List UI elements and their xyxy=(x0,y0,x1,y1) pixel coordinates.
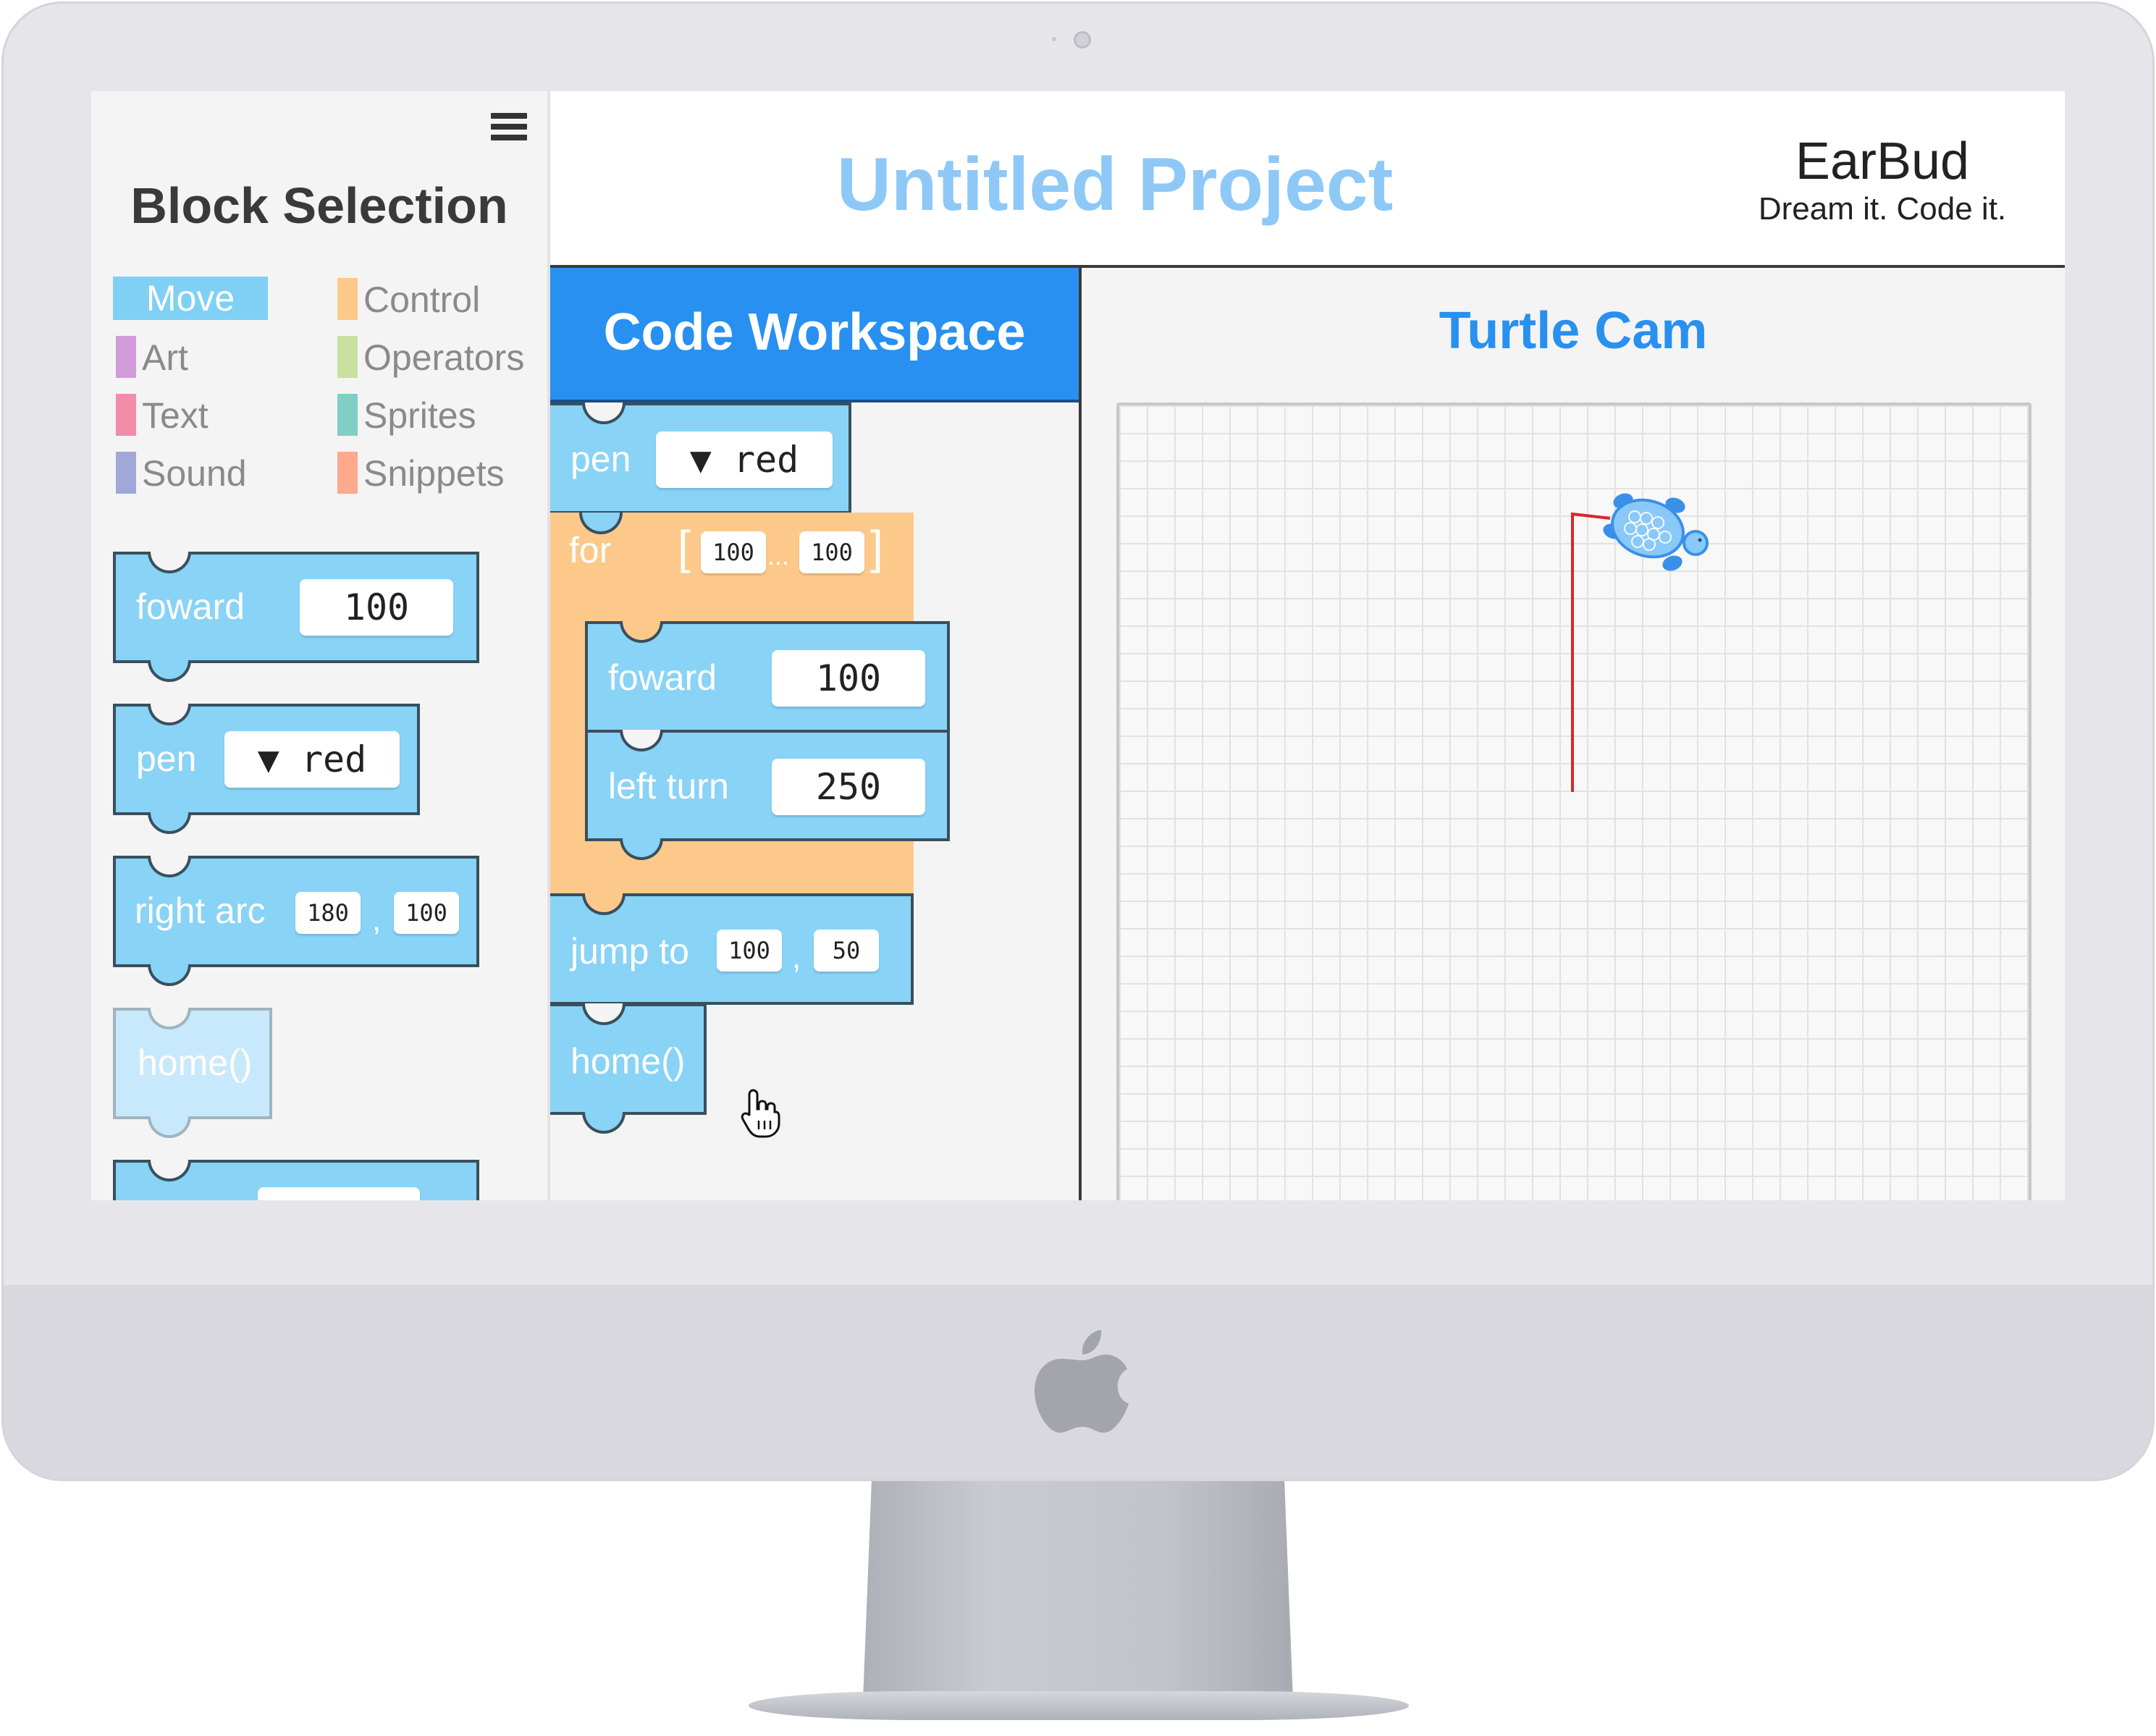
block-notch xyxy=(148,1160,191,1181)
category-control[interactable]: Control xyxy=(337,278,480,321)
code-workspace-header: Code Workspace xyxy=(550,268,1079,403)
menu-icon[interactable] xyxy=(491,113,527,145)
block-label: right arc xyxy=(135,890,266,931)
block-selection-sidebar: Block Selection Move Art Text Sound Cont… xyxy=(91,91,550,1200)
turtle-drawing xyxy=(1571,512,1611,792)
block-notch xyxy=(148,1008,191,1029)
category-text[interactable]: Text xyxy=(116,394,209,437)
category-label: Sound xyxy=(142,453,247,494)
block-label: foward xyxy=(608,657,717,698)
block-label: for xyxy=(569,530,612,570)
workspace-jump-to-block[interactable]: jump to 100 , 50 xyxy=(550,893,914,1005)
workspace-home-block[interactable]: home() xyxy=(550,1003,707,1134)
category-operators[interactable]: Operators xyxy=(337,336,524,379)
category-label: Control xyxy=(363,279,481,320)
block-notch xyxy=(582,1003,626,1025)
category-art[interactable]: Art xyxy=(116,336,188,379)
category-swatch xyxy=(116,394,136,436)
brand-tagline: Dream it. Code it. xyxy=(1758,191,2007,227)
block-tab xyxy=(582,1112,626,1134)
microphone-dot xyxy=(1052,37,1056,41)
block-label: home() xyxy=(570,1041,686,1082)
category-swatch xyxy=(337,452,358,494)
hand-cursor-icon xyxy=(741,1089,780,1138)
block-tab xyxy=(148,812,191,834)
monitor-stand-base xyxy=(749,1691,1409,1720)
category-label: Move xyxy=(146,278,235,319)
app-screen: Block Selection Move Art Text Sound Cont… xyxy=(91,91,2065,1200)
pen-trail xyxy=(1571,512,1611,792)
block-tab xyxy=(148,964,191,986)
block-label: pen xyxy=(570,439,631,479)
app-header: Untitled Project EarBud Dream it. Code i… xyxy=(550,91,2065,268)
jump-x-field[interactable]: 100 xyxy=(717,930,782,972)
block-tab xyxy=(148,1116,191,1138)
palette-right-arc-block[interactable]: right arc 180 , 100 xyxy=(113,856,479,986)
block-notch xyxy=(582,403,626,424)
category-sprites[interactable]: Sprites xyxy=(337,394,476,437)
turtle-canvas[interactable] xyxy=(1116,403,2031,1200)
forward-value-field[interactable]: 100 xyxy=(300,579,453,636)
block-label: pen xyxy=(136,738,197,779)
block-label: left turn xyxy=(608,766,729,806)
for-end-field[interactable]: 100 xyxy=(799,531,864,573)
category-swatch xyxy=(116,336,136,378)
category-swatch xyxy=(116,452,136,494)
category-label: Operators xyxy=(363,337,525,378)
block-tab xyxy=(148,660,191,682)
workspace-forward-block[interactable]: foward 100 xyxy=(585,621,950,733)
separator: , xyxy=(792,940,801,975)
category-swatch xyxy=(337,394,358,436)
category-swatch xyxy=(337,336,358,378)
category-label: Sprites xyxy=(363,395,476,436)
block-notch xyxy=(582,893,626,915)
code-workspace-title: Code Workspace xyxy=(603,303,1026,361)
block-label: jump to xyxy=(570,931,689,972)
arc-angle-field[interactable]: 180 xyxy=(295,892,361,934)
forward-value-field[interactable]: 100 xyxy=(772,650,925,707)
category-snippets[interactable]: Snippets xyxy=(337,452,505,495)
camera-icon xyxy=(1074,31,1091,49)
turtle-icon[interactable] xyxy=(1597,485,1713,579)
palette-block-partial[interactable] xyxy=(113,1160,479,1200)
bracket-open: [ xyxy=(678,521,691,573)
category-label: Snippets xyxy=(363,453,505,494)
category-move[interactable]: Move xyxy=(113,277,268,320)
for-start-field[interactable]: 100 xyxy=(701,531,766,573)
turtle-cam-title: Turtle Cam xyxy=(1439,302,1708,360)
separator: , xyxy=(372,902,382,937)
turtle-cam-panel: Turtle Cam xyxy=(1082,268,2065,1200)
block-label: foward xyxy=(136,586,245,627)
sidebar-title: Block Selection xyxy=(130,177,508,234)
block-notch xyxy=(148,704,191,725)
partial-block-field[interactable] xyxy=(258,1187,420,1200)
range-dots: ... xyxy=(767,541,790,570)
brand-name: EarBud xyxy=(1795,132,1970,190)
block-notch xyxy=(148,856,191,877)
workspace-pen-block[interactable]: pen ▼ red xyxy=(550,403,851,514)
category-label: Art xyxy=(142,337,188,378)
pen-color-dropdown[interactable]: ▼ red xyxy=(656,431,833,488)
arc-radius-field[interactable]: 100 xyxy=(394,892,459,934)
block-label: home() xyxy=(138,1042,253,1083)
category-label: Text xyxy=(142,395,209,436)
apple-logo-icon xyxy=(1035,1330,1129,1433)
block-notch xyxy=(620,621,663,643)
category-swatch xyxy=(337,278,358,320)
pen-color-dropdown[interactable]: ▼ red xyxy=(224,731,400,788)
palette-pen-block[interactable]: pen ▼ red xyxy=(113,704,420,834)
block-notch xyxy=(148,552,191,573)
left-turn-value-field[interactable]: 250 xyxy=(772,759,925,815)
code-workspace: Code Workspace pen ▼ red for [ 100 ... 1… xyxy=(550,268,1079,1200)
jump-y-field[interactable]: 50 xyxy=(814,930,879,972)
bracket-close: ] xyxy=(870,521,883,573)
category-sound[interactable]: Sound xyxy=(116,452,247,495)
palette-home-block[interactable]: home() xyxy=(113,1008,272,1138)
block-notch xyxy=(620,730,663,751)
workspace-left-turn-block[interactable]: left turn 250 xyxy=(585,730,950,860)
palette-forward-block[interactable]: foward 100 xyxy=(113,552,479,682)
project-title[interactable]: Untitled Project xyxy=(836,143,1394,227)
monitor-stand xyxy=(863,1481,1293,1700)
panel-divider xyxy=(1079,268,1082,1200)
